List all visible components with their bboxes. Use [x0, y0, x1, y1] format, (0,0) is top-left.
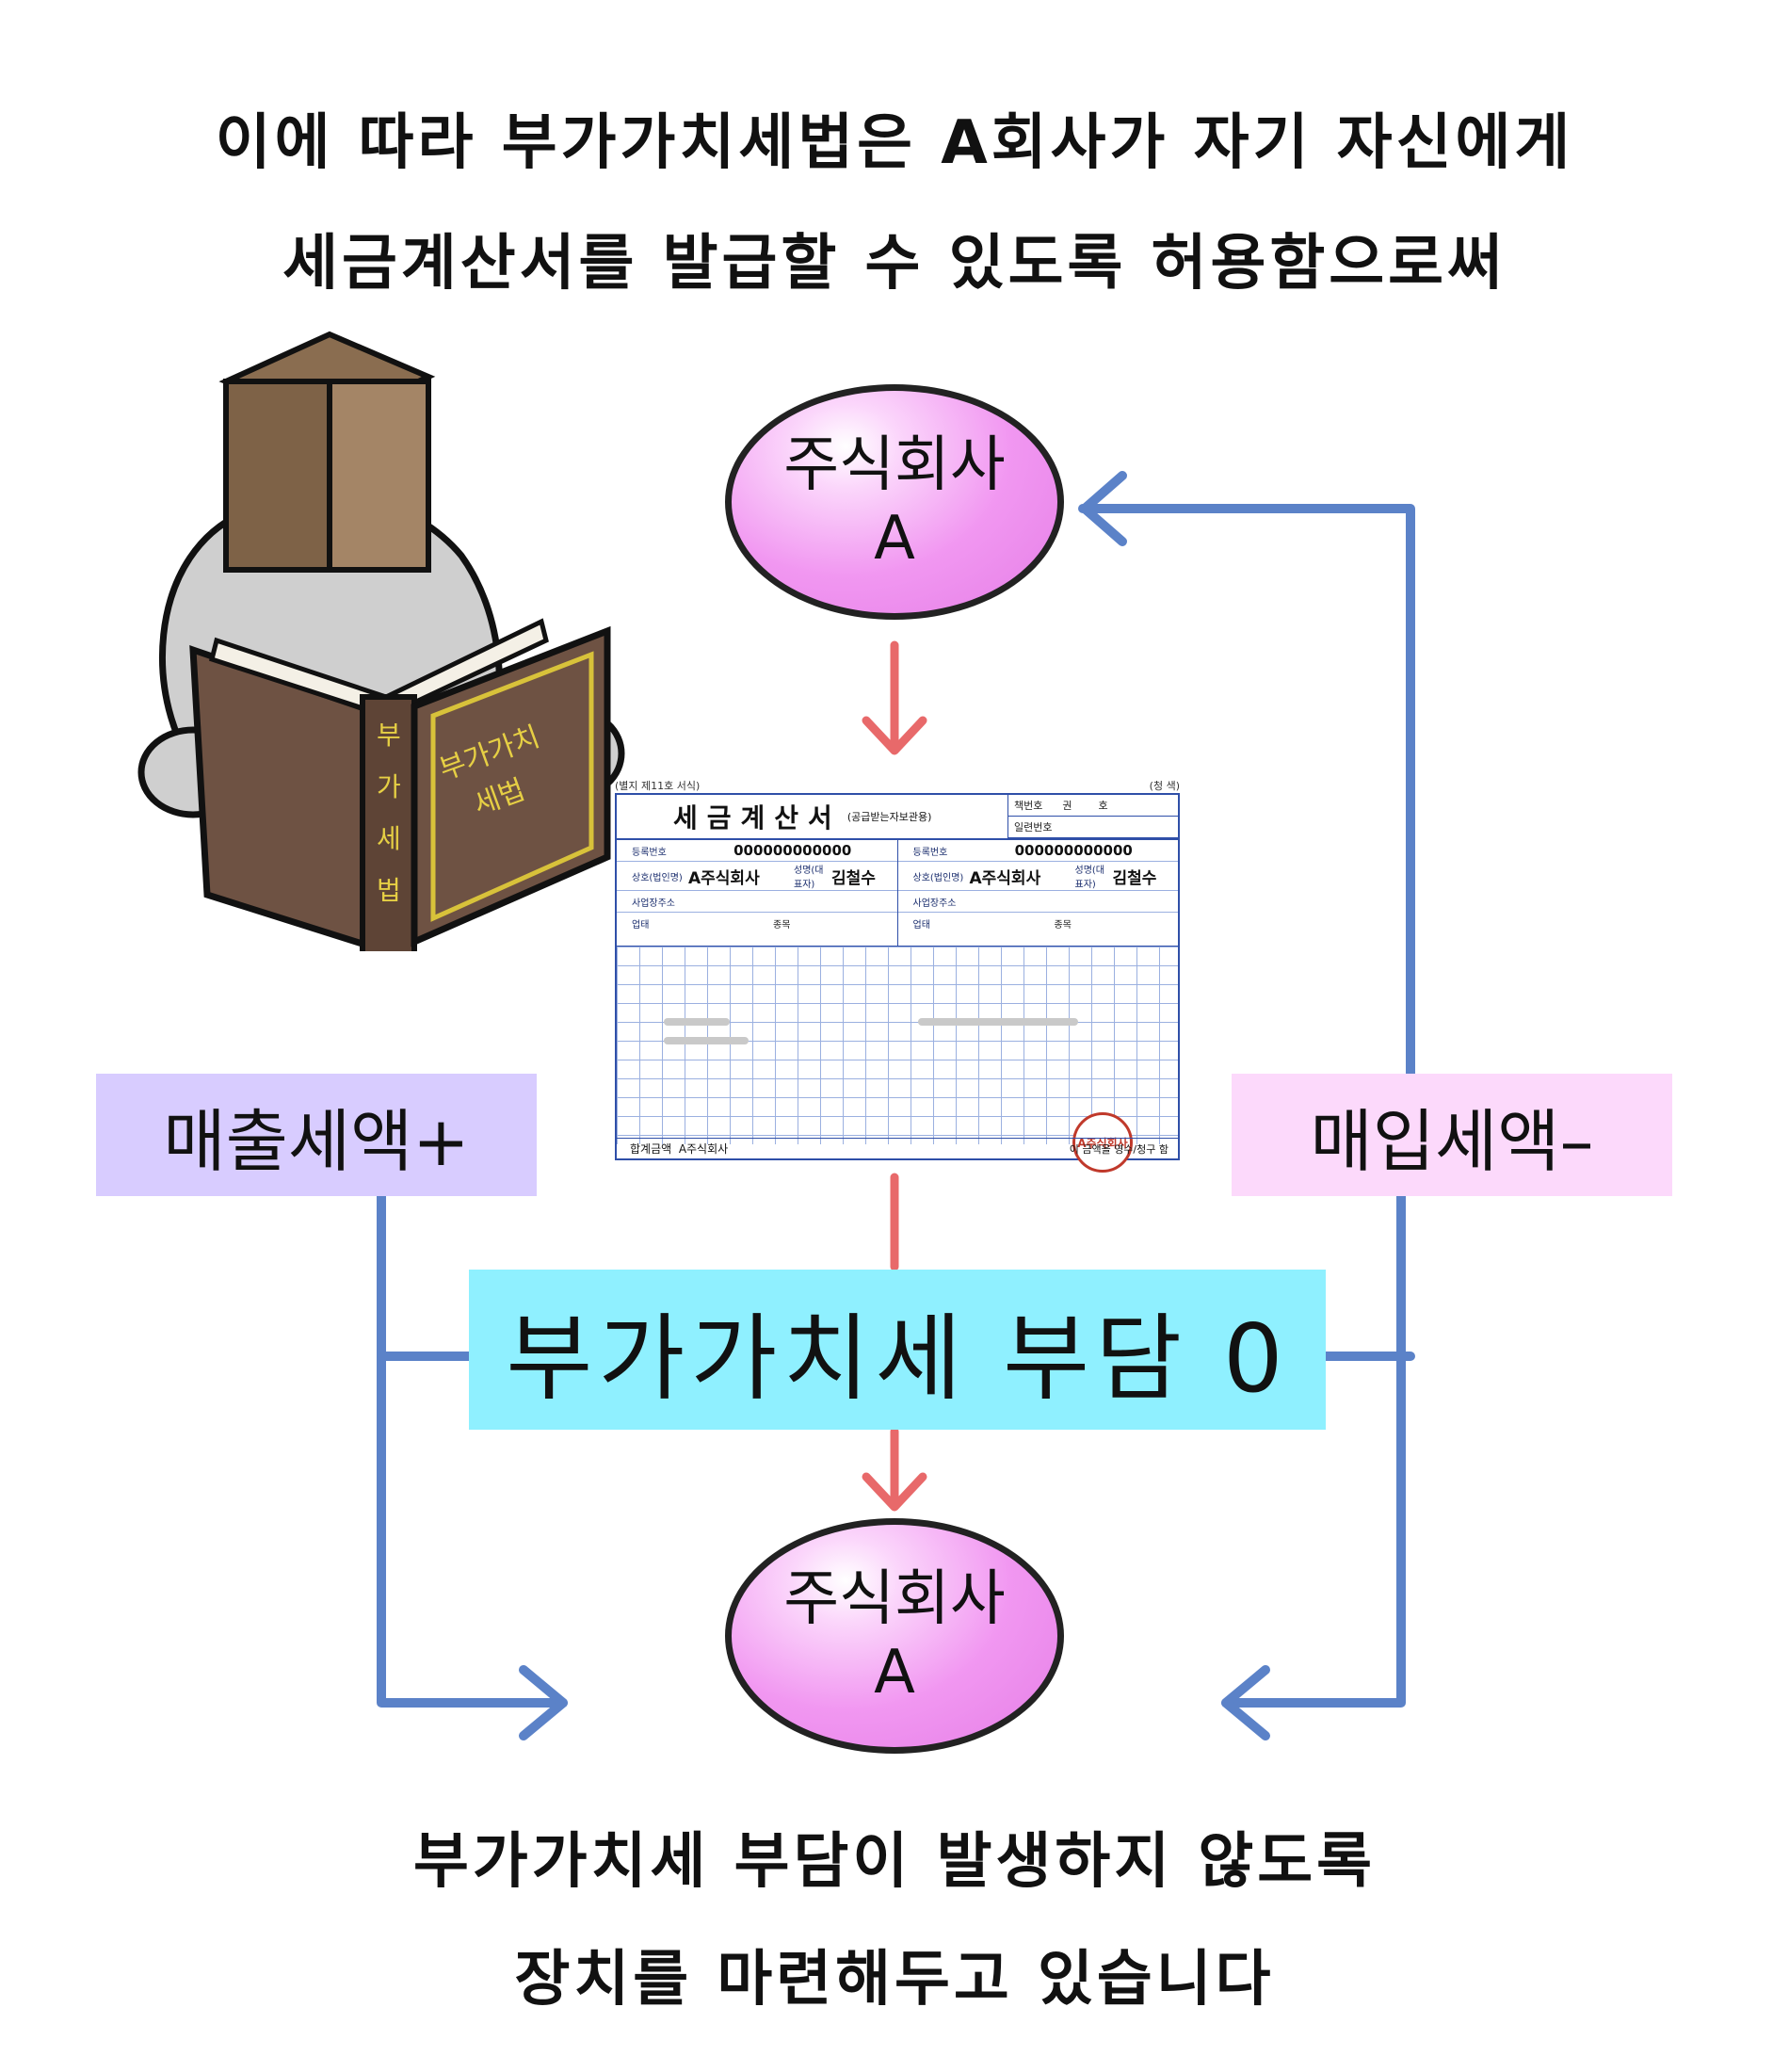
company-a-bottom-letter: A [874, 1638, 915, 1708]
purchase-tax-line-up [1078, 504, 1415, 1078]
box-head-front-right [327, 379, 431, 573]
company-a-top-letter: A [874, 504, 915, 574]
invoice-footer: 합계금액 A주식회사 이 금액을 영수/청구 함 [617, 1138, 1178, 1158]
invoice-meta: 책번호 권 호 일련번호 [1007, 795, 1178, 838]
serial-label: 일련번호 [1014, 821, 1053, 834]
invoice-title-sub: (공급받는자보관용) [846, 811, 932, 823]
arrowhead-top-company [1080, 471, 1127, 546]
company-a-top-label: 주식회사 [783, 430, 1006, 500]
buyer-rep: 김철수 [1112, 868, 1157, 888]
sales-tax-line-down [377, 1190, 568, 1708]
blurred-amount [918, 1018, 1078, 1026]
buyer-biz-label: 업태 [912, 919, 930, 931]
tax-invoice: (별지 제11호 서식) (청 색) 세금계산서(공급받는자보관용) 책번호 권… [615, 778, 1180, 1173]
arrowhead-invoice [862, 716, 927, 755]
blurred-item [664, 1018, 730, 1026]
invoice-form-no: (별지 제11호 서식) [615, 780, 701, 792]
supplier-item-label: 종목 [773, 919, 791, 931]
buyer-company-label: 상호(법인명) [912, 872, 964, 883]
book-no-label: 책번호 [1014, 800, 1043, 812]
supplier-company-label: 상호(법인명) [632, 872, 683, 883]
caption-bottom-line-2: 장치를 마련해두고 있습니다 [514, 1945, 1275, 2015]
arrowhead-bottom-left [519, 1665, 568, 1740]
supplier-rep-label: 성명(대표자) [794, 866, 824, 890]
purchase-tax-tag: 매입세액– [1232, 1074, 1672, 1196]
spine-letter-3: 세 [377, 823, 401, 854]
company-a-bottom: 주식회사 A [725, 1518, 1064, 1754]
spine-letter-4: 법 [377, 875, 401, 906]
buyer-addr-label: 사업장주소 [912, 898, 957, 909]
invoice-frame: 세금계산서(공급받는자보관용) 책번호 권 호 일련번호 등록번호 0000000… [615, 793, 1180, 1173]
invoice-title: 세금계산서(공급받는자보관용) [673, 802, 932, 834]
buyer-rep-label: 성명(대표자) [1074, 866, 1105, 890]
buyer-reg-label: 등록번호 [912, 847, 948, 858]
box-head-front-left [223, 379, 332, 573]
buyer-company: A주식회사 [969, 868, 1041, 888]
arrowhead-company-bottom [862, 1472, 927, 1512]
company-seal-stamp: A주식회사 [1072, 1112, 1133, 1173]
supplier-addr-label: 사업장주소 [632, 898, 675, 909]
arrowhead-bottom-right [1221, 1665, 1270, 1740]
book-cover-frame [430, 651, 594, 922]
spine-letter-1: 부 [377, 720, 401, 751]
receipt-text: 이 금액을 영수/청구 함 [1069, 1142, 1168, 1156]
caption-top-line-1: 이에 따라 부가가치세법은 A회사가 자기 자신에게 [215, 108, 1574, 178]
supplier-rep: 김철수 [831, 868, 876, 888]
invoice-grid: A주식회사 [617, 947, 1178, 1173]
book-unit-1: 권 [1062, 800, 1072, 812]
supplier-biz-label: 업태 [632, 919, 650, 931]
buyer-item-label: 종목 [1054, 919, 1072, 931]
blurred-item [664, 1037, 749, 1044]
book-unit-2: 호 [1098, 800, 1108, 812]
purchase-tax-line-down [1221, 1190, 1406, 1708]
invoice-copy-label: (청 색) [1149, 780, 1180, 792]
vat-burden-banner: 부가가치세 부담 0 [469, 1270, 1326, 1430]
book-spine [360, 694, 417, 951]
supplier-reg-no: 000000000000 [733, 842, 852, 859]
total-company: A주식회사 [678, 1142, 729, 1156]
supplier-company: A주식회사 [688, 868, 760, 888]
sales-tax-tag: 매출세액+ [96, 1074, 537, 1196]
caption-top-line-2: 세금계산서를 발급할 수 있도록 허용함으로써 [282, 229, 1507, 299]
company-a-bottom-label: 주식회사 [783, 1564, 1006, 1634]
supplier-reg-label: 등록번호 [632, 847, 667, 858]
book-reader-illustration: 부가가치 세법 부 가 세 법 [137, 331, 625, 951]
company-a-top: 주식회사 A [725, 384, 1064, 620]
spine-letter-2: 가 [377, 771, 401, 802]
total-label: 합계금액 [630, 1142, 672, 1156]
caption-bottom-line-1: 부가가치세 부담이 발생하지 않도록 [412, 1827, 1377, 1897]
buyer-reg-no: 000000000000 [1014, 842, 1133, 859]
